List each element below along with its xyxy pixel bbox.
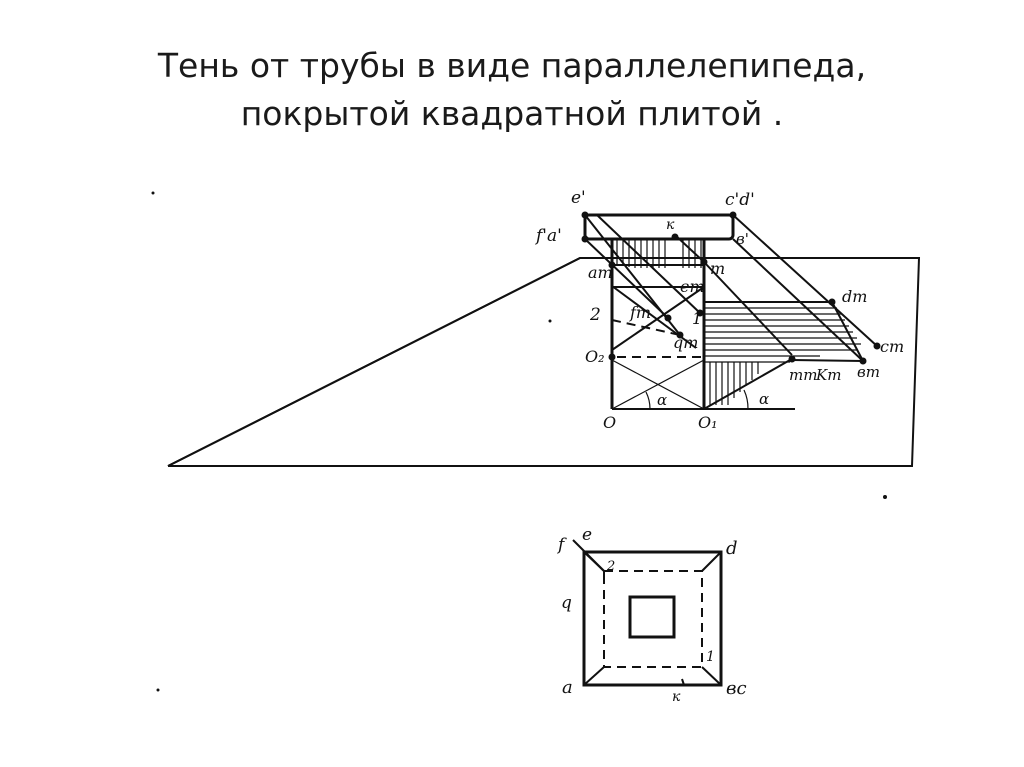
- plan-labels: f e d 2 q 1 a к вс: [556, 525, 747, 705]
- plan-label-f: f: [556, 535, 567, 555]
- label-e-prime: e': [571, 188, 586, 208]
- label-e-t: eт: [680, 277, 705, 296]
- label-a-t: aт: [588, 263, 613, 282]
- label-alpha-right: α: [759, 390, 769, 408]
- plan-label-a: a: [562, 677, 573, 698]
- roof-slope: [167, 257, 921, 467]
- light-rays: [584, 214, 878, 410]
- title-line-1: Тень от трубы в виде параллелепипеда,: [157, 46, 867, 85]
- title-line-2: покрытой квадратной плитой .: [240, 94, 784, 133]
- label-m: m: [710, 259, 725, 278]
- label-o: O: [603, 413, 616, 432]
- label-cd-prime: c'd': [725, 190, 755, 210]
- label-f-t: fт: [629, 303, 651, 322]
- plan-label-2: 2: [606, 559, 615, 574]
- label-g-t: qт: [673, 333, 698, 352]
- label-fa-prime: f'a': [534, 226, 562, 246]
- pipe-elevation: [583, 213, 795, 410]
- plan-label-d: d: [726, 538, 738, 559]
- plan-label-k: к: [672, 689, 681, 705]
- construction-points: [581, 211, 881, 365]
- label-b-prime: в': [736, 230, 749, 248]
- label-2: 2: [589, 305, 601, 325]
- label-1: 1: [692, 309, 702, 328]
- label-alpha-left: α: [657, 391, 667, 409]
- plan-label-e: e: [582, 525, 592, 545]
- plan-label-1: 1: [706, 649, 715, 665]
- elevation-labels: e' c'd' f'a' к в' aт m eт 2 fт 1 dт qт O…: [534, 188, 904, 432]
- label-k: к: [666, 217, 675, 233]
- label-o1: O₁: [698, 413, 718, 432]
- label-k-t: Kт: [815, 366, 841, 384]
- label-c-t: cт: [880, 337, 904, 356]
- label-o2: O₂: [585, 347, 605, 366]
- shadow-hatching: [616, 240, 861, 405]
- plan-label-g: q: [561, 593, 572, 613]
- slide-title: Тень от трубы в виде параллелепипеда, по…: [60, 42, 964, 138]
- label-b-t: вт: [857, 363, 880, 381]
- scan-specks: [151, 191, 887, 692]
- plan-view: [572, 539, 723, 687]
- label-d-t: dт: [842, 287, 867, 306]
- plan-label-bc: вс: [726, 678, 747, 699]
- label-m-t: mт: [789, 366, 817, 384]
